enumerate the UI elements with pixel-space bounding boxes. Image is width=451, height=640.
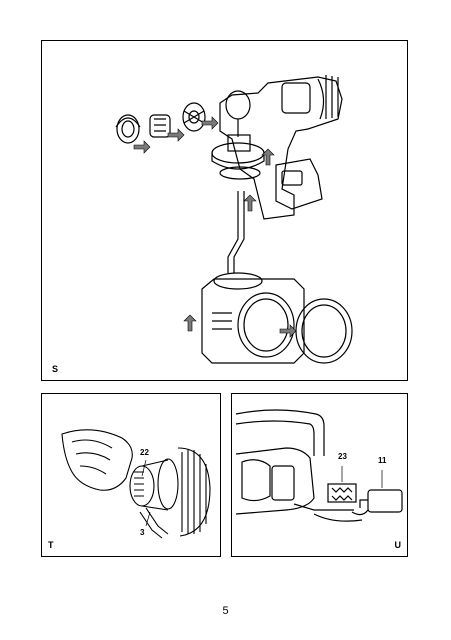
pickup-tube [227,191,245,273]
assembly-arrows [133,116,297,338]
callout-11: 11 [378,456,387,465]
carry-handle [235,409,325,456]
figure-label: S [52,364,59,374]
callout-22: 22 [140,448,149,457]
sprayer-assembly-illustration [115,75,353,364]
base-unit [235,447,354,515]
ribbed-collar [177,447,211,537]
container-lid [211,142,265,170]
paint-container [201,272,305,364]
nozzle-tip-part [149,114,171,138]
charger-illustration [235,409,403,522]
callout-23: 23 [338,452,347,461]
tube [139,507,169,539]
page-number: 5 [222,605,229,617]
filter-block [327,483,357,503]
nozzle-cap-part [115,114,141,144]
air-cap-part [182,102,206,132]
figure-u-panel: 23 11 U [231,393,408,557]
battery-pack [275,158,323,210]
hand-threading-illustration [61,429,211,539]
charger-unit [351,489,403,516]
callout-3: 3 [140,528,145,537]
threaded-fitting [129,458,179,511]
o-ring [219,166,261,180]
hand [61,429,133,491]
sprayer-gun-body [219,75,343,220]
figure-label: U [394,540,402,550]
figure-t-panel: 22 3 T [41,393,221,557]
figure-label: T [48,540,54,550]
figure-s-panel: S [41,40,408,381]
